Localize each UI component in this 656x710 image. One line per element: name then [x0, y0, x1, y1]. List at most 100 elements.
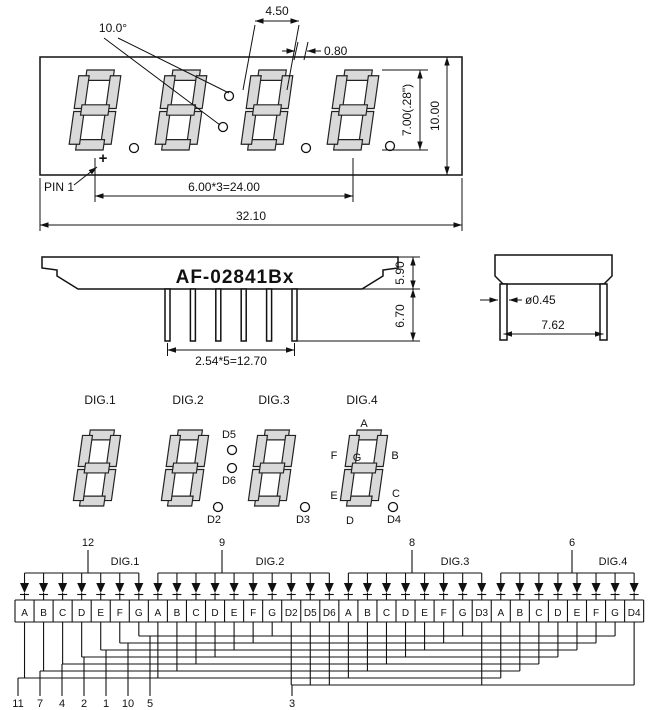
led-diode-icon	[324, 583, 334, 593]
pin1-label: PIN 1	[44, 180, 74, 194]
terminal-label: D	[554, 608, 561, 619]
end-view: ø0.45 7.62	[480, 254, 613, 341]
segment-digit-label-2: DIG.2	[172, 393, 204, 407]
terminal-label: A	[497, 608, 504, 619]
part-number: AF-02841Bx	[176, 267, 295, 288]
top-pin-number: 8	[409, 537, 415, 549]
side-pin	[215, 288, 222, 342]
terminal-label: A	[21, 608, 28, 619]
seven-segment-digit	[160, 429, 210, 507]
terminal-label: G	[268, 608, 276, 619]
dim-total-height-label: 10.00	[428, 101, 442, 131]
seven-segment-digit	[339, 429, 389, 507]
dp-d4-label: D4	[387, 514, 401, 526]
led-diode-icon	[229, 583, 239, 593]
schematic-digit-label: DIG.4	[599, 556, 628, 568]
side-pin	[164, 288, 171, 342]
seven-segment-digit	[68, 69, 122, 151]
led-diode-icon	[515, 583, 525, 593]
schematic-digit-label: DIG.3	[441, 556, 470, 568]
dp-d6-label: D6	[222, 475, 236, 487]
bottom-pin-number: 2	[81, 698, 87, 710]
terminal-label: D5	[304, 608, 317, 619]
end-view-body	[494, 254, 613, 285]
terminal-label: F	[250, 608, 256, 619]
segment-e-label: E	[330, 490, 337, 502]
terminal-label: D	[78, 608, 85, 619]
led-diode-icon	[210, 583, 220, 593]
terminal-label: C	[383, 608, 390, 619]
led-diode-icon	[191, 583, 201, 593]
dim-total-width-label: 32.10	[236, 209, 266, 223]
bottom-pin-number: 7	[37, 698, 43, 710]
led-diode-icon	[134, 583, 144, 593]
terminal-label: A	[155, 608, 162, 619]
terminal-label: D2	[285, 608, 298, 619]
led-diode-icon	[343, 583, 353, 593]
led-diode-icon	[439, 583, 449, 593]
bottom-pin-number: 3	[289, 698, 295, 710]
segment-d-label: D	[346, 515, 354, 527]
segment-a-label: A	[360, 418, 368, 430]
dim-digit-spacing: 6.00*3=24.00	[94, 158, 354, 202]
seven-segment-digit	[72, 429, 122, 507]
dim-pin-diameter: ø0.45	[480, 293, 556, 307]
end-view-pin-right	[599, 283, 608, 341]
top-pin-number: 6	[569, 537, 575, 549]
terminal-label: E	[97, 608, 104, 619]
led-diode-icon	[610, 583, 620, 593]
terminal-label: D	[402, 608, 409, 619]
bottom-pin-number: 1	[103, 698, 109, 710]
terminal-label: B	[516, 608, 523, 619]
terminal-label: B	[40, 608, 47, 619]
seven-segment-digit	[240, 69, 294, 151]
led-diode-icon	[496, 583, 506, 593]
dim-total-width: 32.10	[39, 178, 463, 231]
dim-char-height-label: 7.00(.28")	[400, 84, 414, 136]
terminal-label: E	[574, 608, 581, 619]
led-diode-icon	[248, 583, 258, 593]
dp-d3-dot-seg	[299, 501, 311, 513]
bottom-pin-number: 11	[12, 698, 23, 710]
terminal-label: D4	[628, 608, 641, 619]
dim-pin-length: 6.70	[297, 289, 420, 342]
terminal-label: F	[117, 608, 123, 619]
terminal-label: D	[211, 608, 218, 619]
dim-pitch-label: 4.50	[265, 4, 289, 18]
led-diode-icon	[305, 583, 315, 593]
led-diode-icon	[534, 583, 544, 593]
colon-d6-dot	[217, 121, 229, 133]
dp-d4-dot	[384, 140, 396, 152]
segment-view-digits	[72, 429, 389, 507]
led-diode-icon	[77, 583, 87, 593]
dim-pitch: 4.50	[242, 4, 300, 91]
side-pin	[265, 288, 273, 342]
segment-view: DIG.1 DIG.2 DIG.3 DIG.4 A F B G E C D D5…	[72, 393, 401, 527]
dim-angle-label: 10.0°	[99, 21, 127, 35]
dim-row-spacing-label: 7.62	[541, 318, 565, 332]
schematic-digit-label: DIG.1	[111, 556, 140, 568]
led-diode-icon	[572, 583, 582, 593]
led-diode-icon	[115, 583, 125, 593]
colon-d5-dot-seg	[226, 444, 238, 456]
led-diode-icon	[477, 583, 487, 593]
led-diode-icon	[553, 583, 563, 593]
terminal-label: F	[593, 608, 599, 619]
segment-c-label: C	[392, 488, 400, 500]
colon-d6-dot-seg	[226, 462, 238, 474]
top-pin-number: 9	[219, 537, 225, 549]
led-diode-icon	[39, 583, 49, 593]
led-diode-icon	[629, 583, 639, 593]
segment-f-label: F	[331, 450, 338, 462]
terminal-label: C	[192, 608, 199, 619]
led-diode-icon	[381, 583, 391, 593]
side-view: AF-02841Bx 2.54*5=12.70 5.90 6.70	[41, 256, 420, 368]
side-pin	[291, 288, 298, 342]
seven-segment-digit	[326, 69, 380, 151]
seven-segment-digit	[154, 69, 208, 151]
terminal-label: E	[231, 608, 238, 619]
top-pin-number: 12	[82, 537, 94, 549]
segment-b-label: B	[391, 450, 398, 462]
terminal-label: G	[459, 608, 467, 619]
